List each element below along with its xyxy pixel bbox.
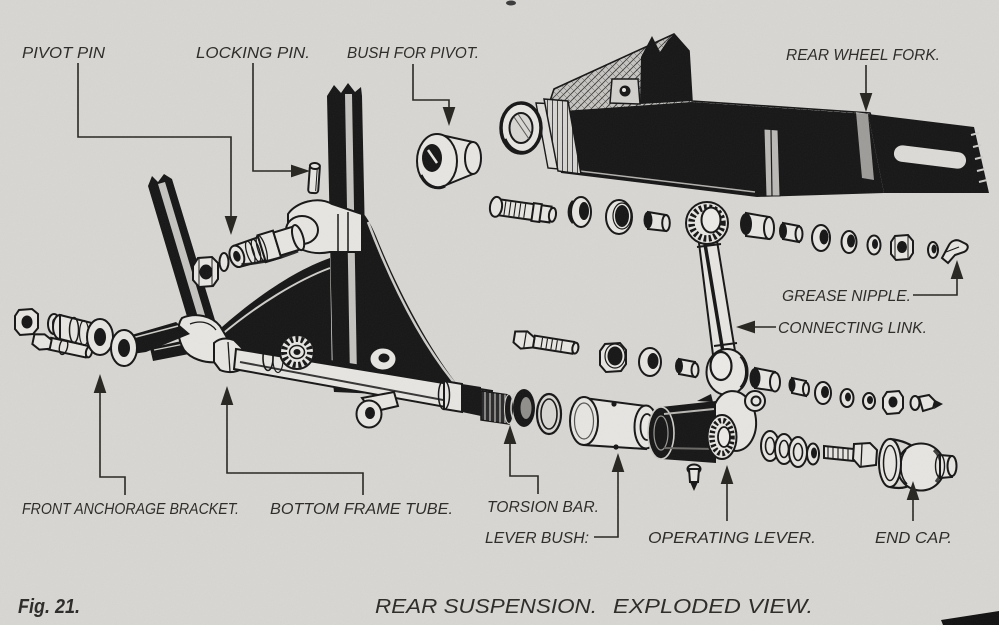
lever-link-bush: [749, 366, 781, 393]
cup-washer: [567, 196, 592, 228]
ring-washer: [840, 230, 858, 254]
anchorage-nut: [14, 307, 39, 337]
hex-nut-2: [882, 389, 904, 416]
link-bush-large: [740, 211, 775, 241]
label-operating-lever: OPERATING LEVER.: [648, 530, 816, 547]
label-bottom-frame-tube: BOTTOM FRAME TUBE.: [270, 501, 453, 518]
spacer-small-2: [788, 376, 810, 398]
washer-small: [839, 388, 855, 408]
label-front-anchorage-bracket: FRONT ANCHORAGE BRACKET.: [22, 501, 239, 518]
label-pivot-pin: PIVOT PIN: [22, 45, 106, 62]
cup-washer-2: [811, 224, 831, 252]
hex-nut: [890, 233, 914, 262]
figure-number: Fig. 21.: [18, 596, 80, 618]
label-connecting-link: CONNECTING LINK.: [778, 320, 927, 337]
spacer-bush: [643, 210, 671, 233]
hex-ring-nut: [599, 341, 627, 374]
flanged-bush: [605, 199, 633, 235]
label-torsion-bar: TORSION BAR.: [487, 499, 599, 516]
plain-washer: [866, 234, 882, 256]
spacer-bush-2: [779, 221, 804, 244]
cup-ring: [638, 347, 662, 377]
gusset-eyelet-top: [368, 346, 398, 372]
scan-speck: [506, 0, 516, 6]
nut-small: [862, 392, 876, 410]
label-locking-pin: LOCKING PIN.: [196, 45, 310, 62]
caption-title-2: EXPLODED VIEW.: [613, 596, 813, 618]
spacer-small: [675, 357, 700, 379]
lever-bush-part: [569, 396, 659, 451]
label-bush-for-pivot: BUSH FOR PIVOT.: [347, 45, 479, 62]
locking-pin-part: [307, 162, 321, 195]
label-grease-nipple: GREASE NIPPLE.: [782, 288, 911, 305]
label-lever-bush: LEVER BUSH:: [485, 530, 589, 547]
fork-pivot-tube-end: [499, 101, 543, 155]
cup-washer-3: [814, 381, 832, 405]
caption-title-1: REAR SUSPENSION.: [375, 596, 597, 618]
label-rear-wheel-fork: REAR WHEEL FORK.: [786, 47, 940, 64]
torsion-bar-part: [480, 389, 535, 427]
fork-mount-tab: [609, 78, 641, 105]
label-end-cap: END CAP.: [875, 530, 952, 547]
knurled-boss: [279, 334, 315, 370]
